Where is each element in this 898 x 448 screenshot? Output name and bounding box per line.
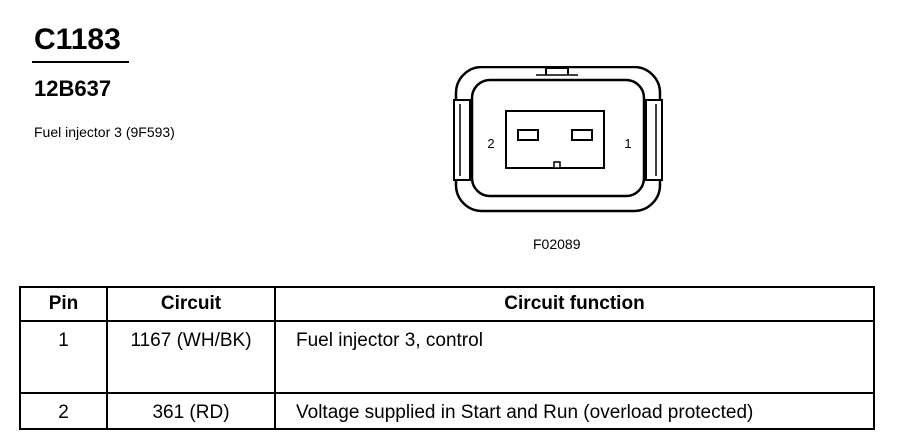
terminal-pin-2	[517, 129, 539, 141]
part-number: 12B637	[34, 76, 112, 101]
title-underline	[32, 61, 129, 63]
table-header-row: Pin Circuit Circuit function	[19, 286, 875, 322]
pin-cell: 1	[19, 320, 108, 394]
key-notch	[553, 161, 561, 169]
terminal-pin-1	[571, 129, 593, 141]
pin-table: Pin Circuit Circuit function 1 1167 (WH/…	[19, 286, 875, 430]
connector-face-diagram: 2 1	[453, 66, 663, 213]
connector-inner-body	[470, 78, 646, 198]
circuit-cell: 361 (RD)	[106, 392, 276, 430]
right-side-tab	[645, 99, 663, 181]
left-side-tab	[453, 99, 471, 181]
pin-cell: 2	[19, 392, 108, 430]
pin-label-1: 1	[624, 136, 631, 151]
table-row: 2 361 (RD) Voltage supplied in Start and…	[19, 392, 875, 430]
figure-code: F02089	[533, 236, 581, 252]
component-description: Fuel injector 3 (9F593)	[34, 124, 175, 140]
column-header-circuit: Circuit	[106, 286, 276, 322]
column-header-function: Circuit function	[274, 286, 875, 322]
column-header-pin: Pin	[19, 286, 108, 322]
table-row: 1 1167 (WH/BK) Fuel injector 3, control	[19, 320, 875, 394]
circuit-cell: 1167 (WH/BK)	[106, 320, 276, 394]
connector-latch	[545, 66, 569, 75]
function-cell: Voltage supplied in Start and Run (overl…	[274, 392, 875, 430]
connector-id: C1183	[34, 23, 121, 56]
pin-label-2: 2	[487, 136, 494, 151]
function-cell: Fuel injector 3, control	[274, 320, 875, 394]
